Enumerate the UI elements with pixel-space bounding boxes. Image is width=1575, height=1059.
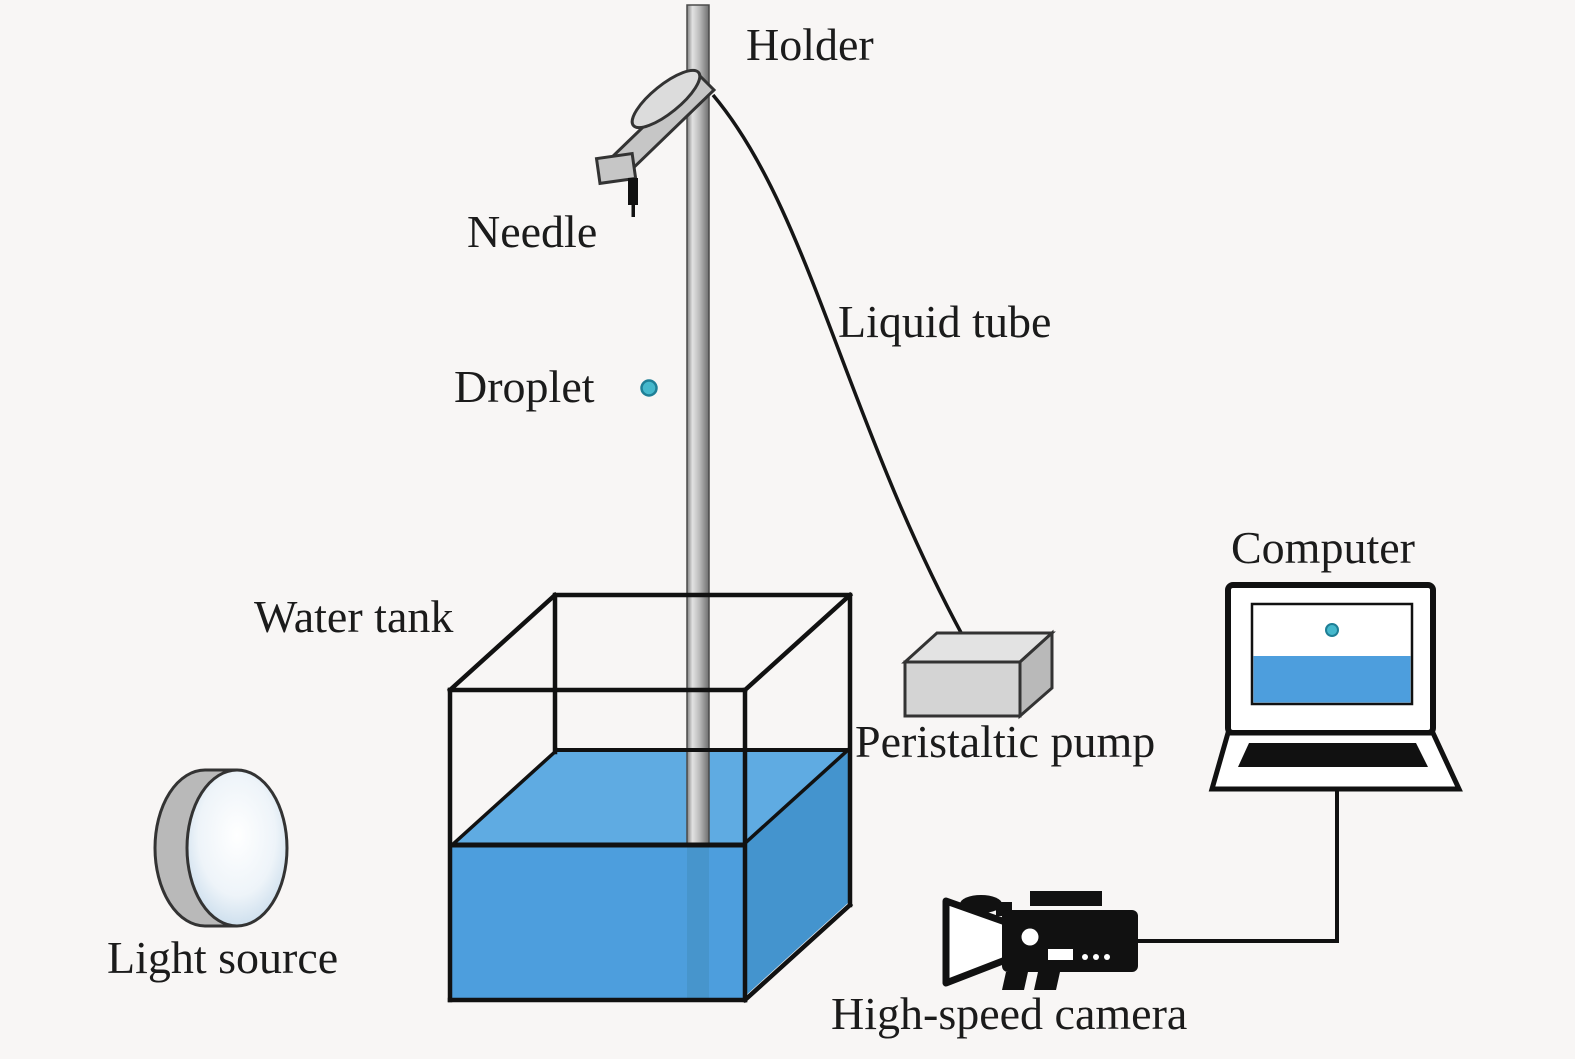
water-front-face: [452, 845, 743, 998]
label-water-tank: Water tank: [254, 591, 453, 642]
label-droplet: Droplet: [454, 361, 595, 412]
pump-front-face: [903, 660, 1022, 718]
tank-top-edges: [446, 591, 854, 694]
camera-foot-left: [1002, 972, 1028, 990]
camera-computer-cable: [1138, 789, 1339, 943]
holder-pole: [686, 4, 710, 846]
camera-mic: [960, 895, 1002, 913]
camera-dot-3: [1104, 954, 1110, 960]
label-high-speed-camera: High-speed camera: [831, 988, 1187, 1039]
camera-dot-1: [1082, 954, 1088, 960]
high-speed-camera: [942, 891, 1138, 990]
holder-arm-top-face: [630, 68, 702, 130]
water-tank-frame: [446, 591, 854, 1004]
laptop-keyboard: [1238, 743, 1428, 767]
camera-foot-right: [1034, 972, 1060, 990]
liquid-tube-line: [711, 93, 967, 641]
camera-slot-detail: [1048, 949, 1073, 960]
water-top-surface: [452, 750, 848, 845]
label-liquid-tube: Liquid tube: [838, 296, 1051, 347]
label-light-source: Light source: [107, 932, 338, 983]
light-source-lens: [185, 768, 289, 928]
holder-arm-end-block: [594, 151, 638, 186]
label-peristaltic-pump: Peristaltic pump: [855, 716, 1155, 767]
light-source: [153, 768, 289, 928]
label-holder: Holder: [746, 19, 874, 70]
camera-body: [1002, 910, 1138, 972]
camera-viewfinder: [1030, 891, 1102, 906]
needle-tip: [631, 203, 635, 217]
computer: [1208, 582, 1463, 792]
peristaltic-pump: [901, 629, 1056, 720]
needle-body: [628, 178, 638, 205]
screen-water-image: [1253, 656, 1411, 703]
tank-bottom-edges: [447, 901, 854, 1004]
pole-submerged-shadow: [687, 845, 709, 998]
tank-water: [452, 750, 848, 998]
camera-reel-detail: [1021, 928, 1039, 946]
label-computer: Computer: [1231, 522, 1415, 573]
label-needle: Needle: [467, 206, 597, 257]
holder-arm: [594, 68, 717, 217]
waterline-side-edges: [449, 747, 851, 848]
screen-droplet-image: [1325, 623, 1339, 637]
water-side-face: [743, 750, 848, 998]
camera-dot-2: [1093, 954, 1099, 960]
droplet-dot: [640, 379, 658, 397]
pump-side-face: [1018, 629, 1054, 720]
